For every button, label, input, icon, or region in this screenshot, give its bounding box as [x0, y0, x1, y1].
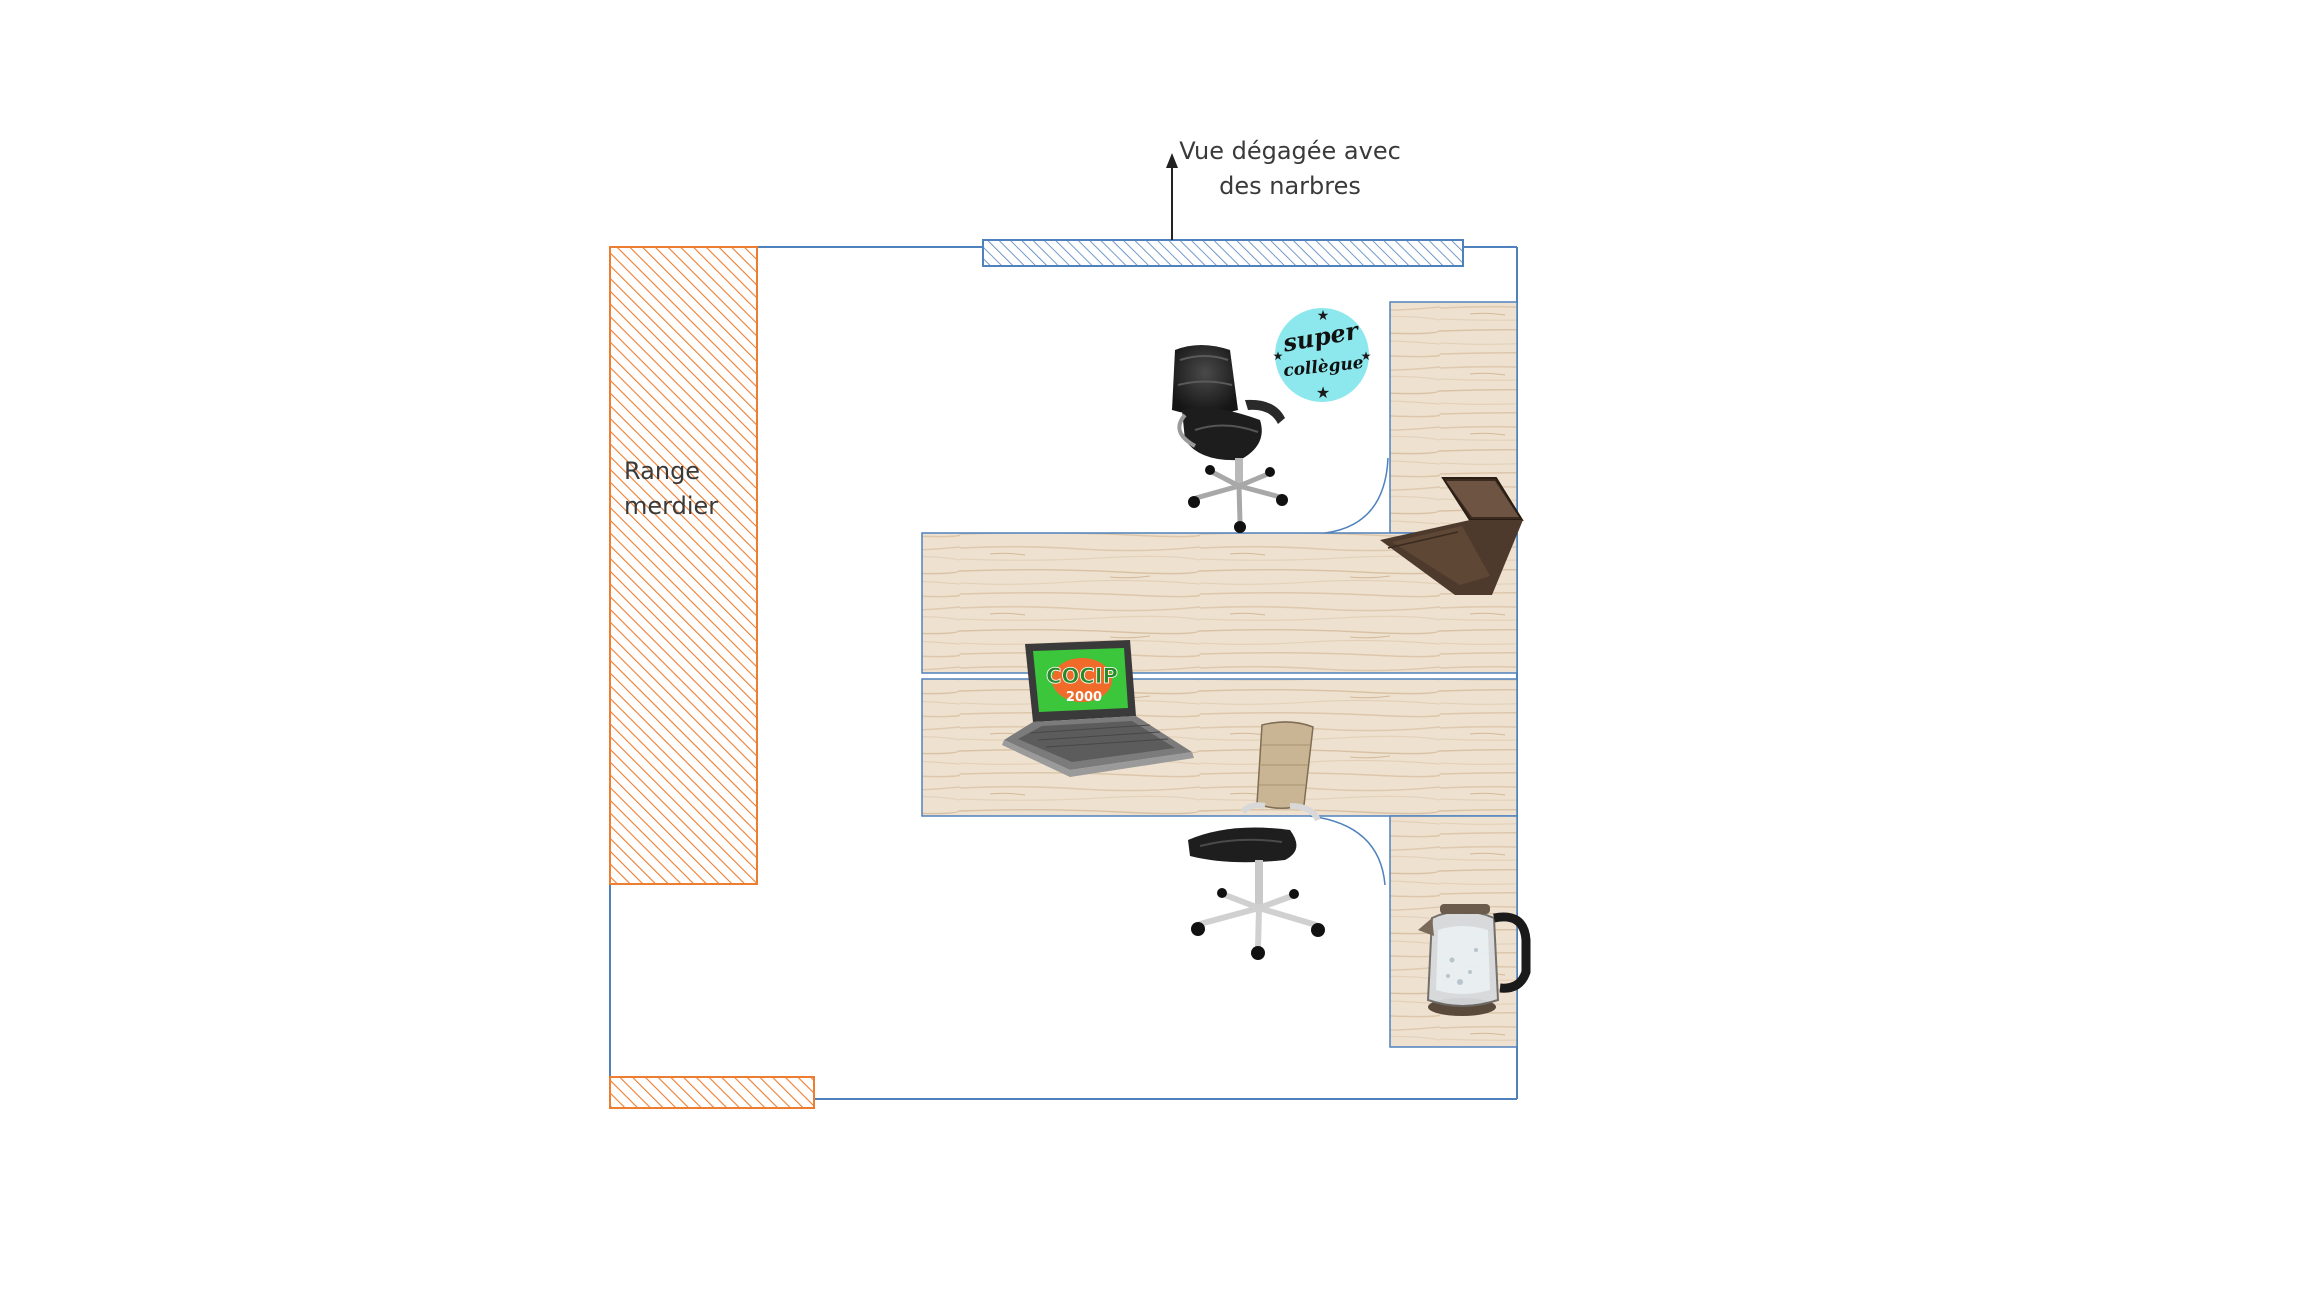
door-sill	[609, 1076, 815, 1109]
laptop-right	[1380, 477, 1524, 595]
executive-chair	[1172, 345, 1288, 533]
storage-label-line-2: merdier	[624, 492, 719, 520]
svg-text:★: ★	[1316, 383, 1330, 402]
storage-label-line-1: Range	[624, 457, 701, 485]
svg-text:★: ★	[1273, 349, 1284, 363]
window-view-line-2: des narbres	[1219, 172, 1361, 200]
svg-text:★: ★	[1361, 349, 1372, 363]
storage-unit	[609, 246, 758, 885]
super-colleague-sticker: ★ ★ ★ ★ super collègue	[1273, 308, 1372, 402]
window-view-line-1: Vue dégagée avec	[1179, 137, 1401, 165]
window	[982, 239, 1464, 267]
storage-unit-label: Range merdier	[624, 454, 754, 524]
window-view-annotation: Vue dégagée avec des narbres	[1140, 134, 1440, 204]
electric-kettle	[1418, 904, 1531, 1016]
svg-text:★: ★	[1317, 308, 1330, 324]
laptop-cocip: COCIP 2000	[1002, 640, 1194, 777]
screen-logo-2000: 2000	[1066, 690, 1102, 705]
door-swing-lower	[1309, 815, 1386, 886]
view-arrow	[1166, 153, 1178, 240]
screen-logo-cocip: COCIP	[1046, 664, 1118, 688]
mesh-office-chair	[1188, 721, 1325, 960]
door-swing-upper	[1324, 457, 1389, 534]
